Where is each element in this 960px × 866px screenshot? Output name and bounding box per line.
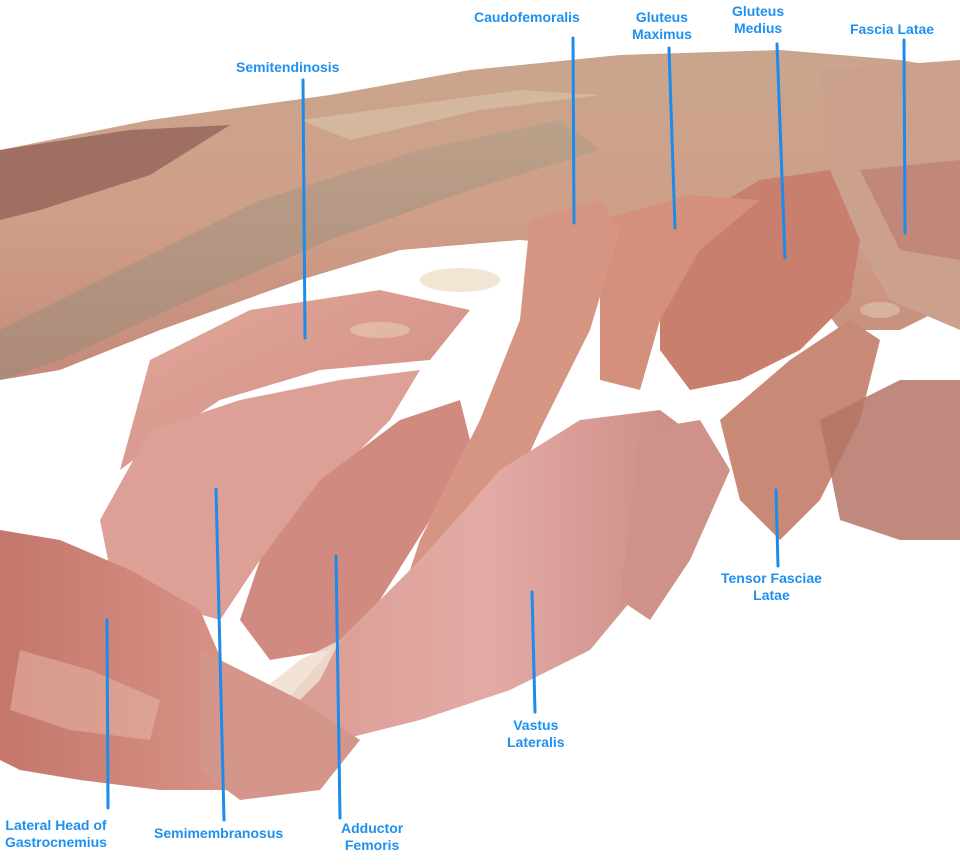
pointer-caudofemoralis [571,36,576,225]
label-vastus-lateralis: Vastus Lateralis [507,717,565,750]
pointer-semitendinosis [301,78,307,340]
pointer-adductor-femoris [334,554,342,820]
pointer-fascia-latae [902,38,907,235]
label-semimembranosus: Semimembranosus [154,825,284,841]
label-lateral-head-gastrocnemius: Lateral Head of Gastrocnemius [5,817,107,850]
label-fascia-latae: Fascia Latae [850,21,935,37]
pointer-lateral-head-gastrocnemius [105,618,110,810]
label-semitendinosis: Semitendinosis [236,59,340,75]
pointer-vastus-lateralis [530,590,537,714]
pointer-semimembranosus [214,487,226,822]
pointer-gluteus-maximus [667,46,677,230]
label-gluteus-maximus: Gluteus Maximus [632,9,692,42]
label-tensor-fasciae-latae: Tensor Fasciae Latae [721,570,822,603]
label-adductor-femoris: Adductor Femoris [341,820,404,853]
pointer-gluteus-medius [775,42,787,260]
pointer-tensor-fasciae-latae [774,488,780,568]
label-caudofemoralis: Caudofemoralis [474,9,580,25]
label-gluteus-medius: Gluteus Medius [732,3,785,36]
